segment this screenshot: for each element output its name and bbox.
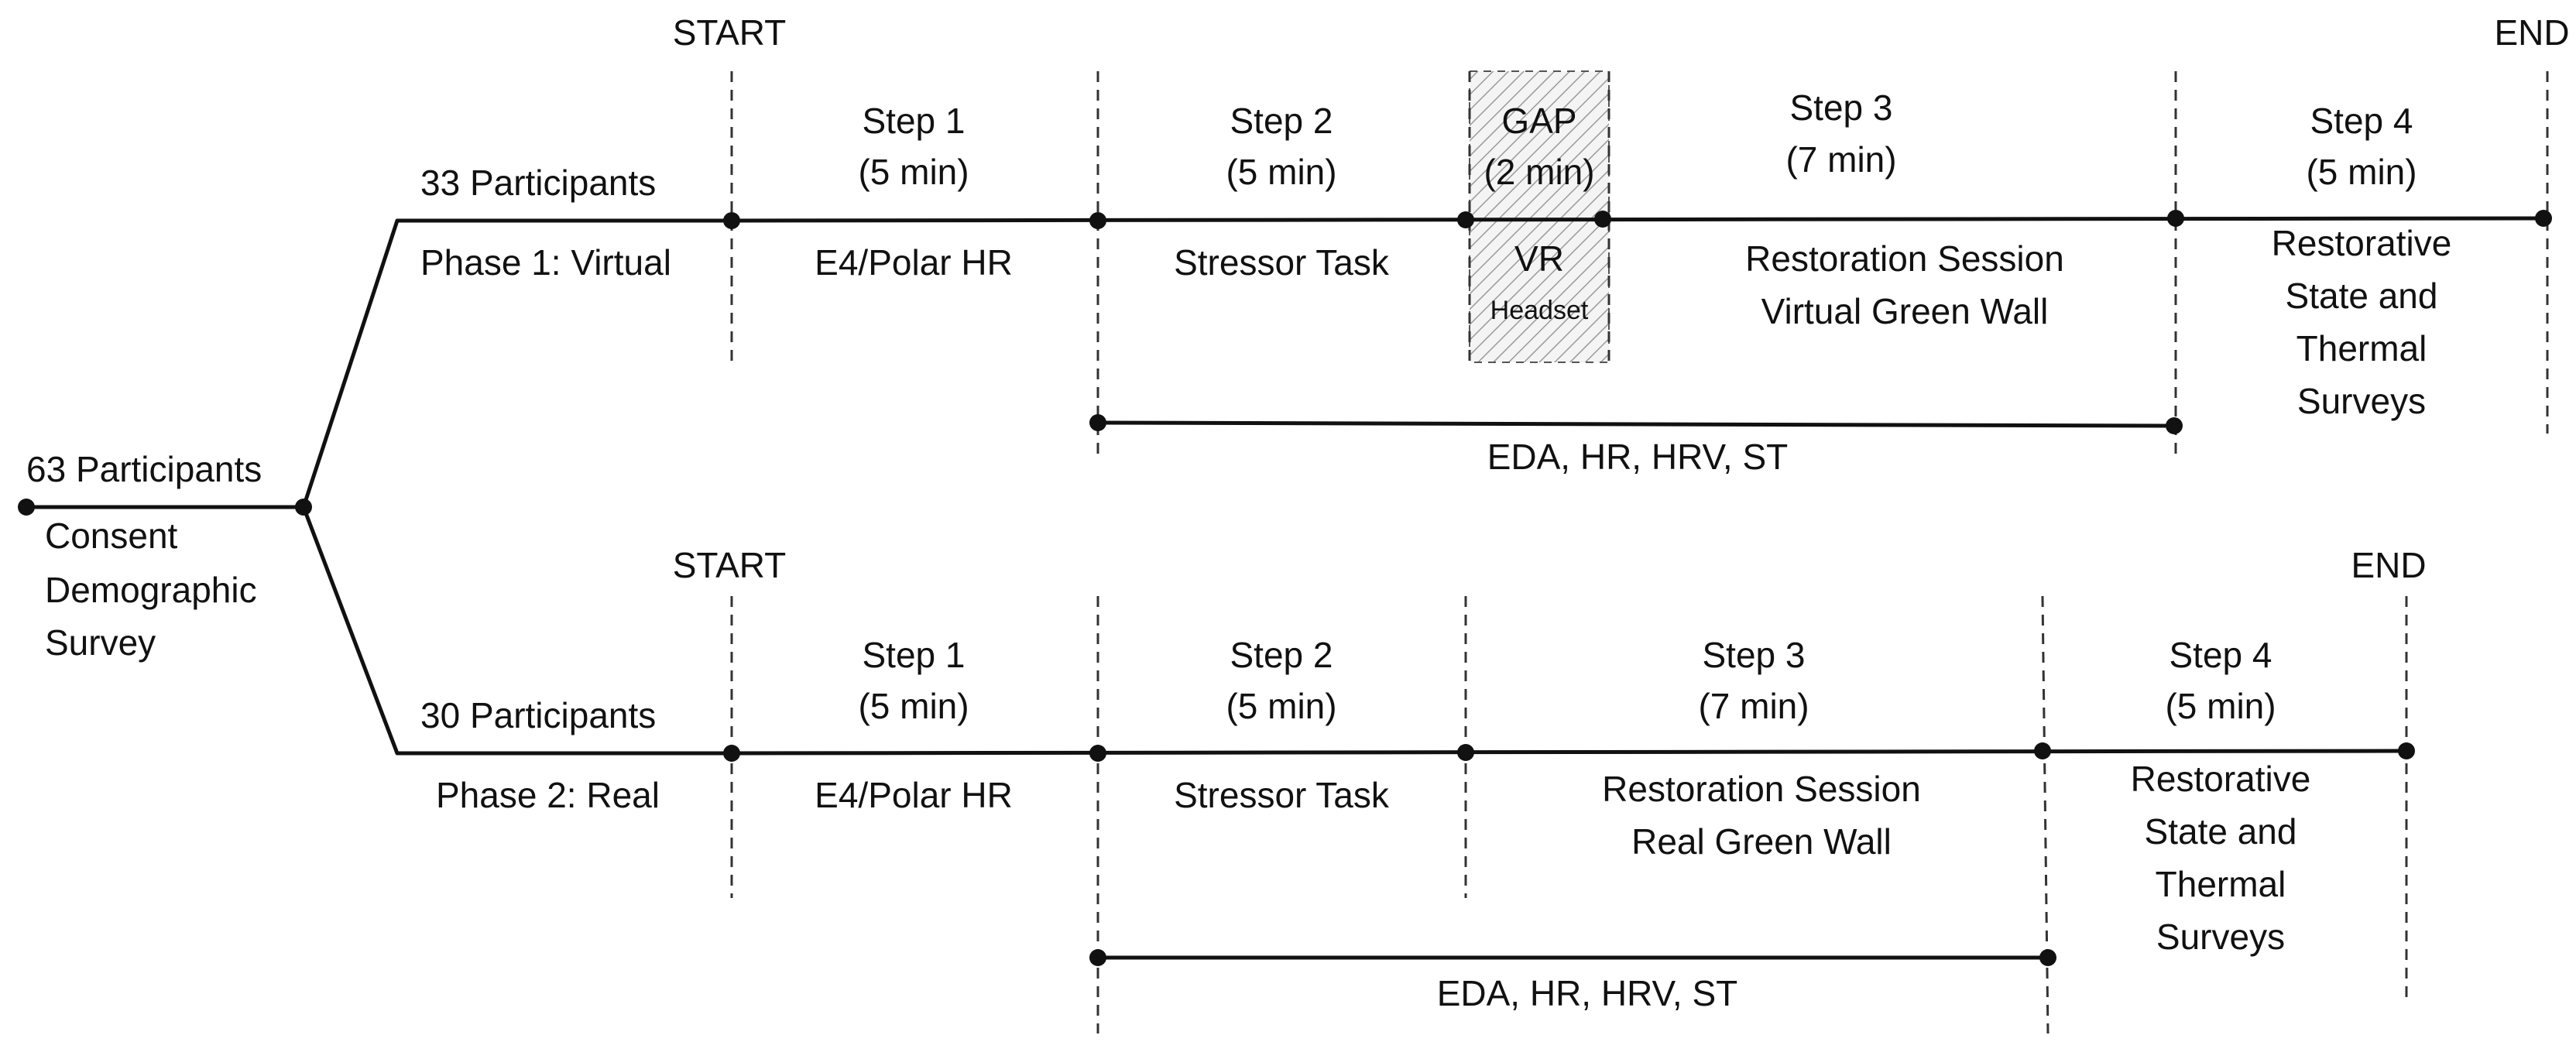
phase2-step3-activity-2: Real Green Wall <box>1631 821 1892 862</box>
phase1-step3-duration: (7 min) <box>1785 139 1896 180</box>
phase1-step2-node <box>1089 212 1106 229</box>
phase1-step4-activity-1: Restorative <box>2272 223 2452 263</box>
phase2-step4-duration: (5 min) <box>2165 686 2276 726</box>
phase1-measures: EDA, HR, HRV, ST <box>1487 437 1789 477</box>
phase1-step4-title: Step 4 <box>2310 101 2413 141</box>
phase1-step1-activity: E4/Polar HR <box>815 242 1013 283</box>
phase1-start-label: START <box>673 12 787 53</box>
phase1-step4-activity-4: Surveys <box>2297 381 2426 421</box>
phase1-gap-title: GAP <box>1501 101 1576 141</box>
branch-node <box>295 499 312 516</box>
phase1-name: Phase 1: Virtual <box>420 242 671 283</box>
phase2-measures: EDA, HR, HRV, ST <box>1437 973 1738 1013</box>
phase1-gap-vr: VR <box>1514 238 1564 279</box>
phase2-step2-title: Step 2 <box>1230 635 1333 675</box>
phase2-step4-activity-2: State and <box>2145 811 2297 852</box>
phase1-step2-duration: (5 min) <box>1226 152 1336 192</box>
phase1-timeline <box>729 216 2550 223</box>
phase2-step2-duration: (5 min) <box>1226 686 1336 726</box>
phase1-step2-title: Step 2 <box>1230 101 1333 141</box>
phase2-step2-node <box>1089 745 1106 762</box>
phase2-measure-end-node <box>2039 949 2056 966</box>
phase2-step4-divider <box>2041 595 2049 1034</box>
phase2-step3-duration: (7 min) <box>1698 686 1809 726</box>
phase2-start-label: START <box>673 545 787 585</box>
phase2-start-node <box>723 745 740 762</box>
branch-phase2 <box>301 505 734 756</box>
phase2-step4-node <box>2034 742 2051 759</box>
phase1-gap-headset: Headset <box>1490 296 1589 325</box>
phase1-step3-title: Step 3 <box>1790 87 1893 128</box>
phase1-gap-end-node <box>1594 211 1611 228</box>
phase2-name: Phase 2: Real <box>436 775 660 815</box>
phase2-step4-title: Step 4 <box>2170 635 2272 675</box>
phase2-step3-title: Step 3 <box>1703 635 1806 675</box>
phase1-step2-activity: Stressor Task <box>1174 242 1390 283</box>
phase2-timeline <box>729 749 2409 756</box>
phase1-step4-duration: (5 min) <box>2306 152 2417 192</box>
phase2-end-node <box>2398 742 2415 759</box>
phase1-measurement-line <box>1096 420 2178 428</box>
phase2-end-label: END <box>2351 545 2426 585</box>
root-info-line-1: Consent <box>45 516 178 556</box>
phase2-step3-node <box>1457 744 1474 761</box>
phase1-participants: 33 Participants <box>420 163 656 203</box>
phase1-step1-title: Step 1 <box>863 101 966 141</box>
phase2-participants: 30 Participants <box>420 695 656 735</box>
phase1-step4-activity-3: Thermal <box>2296 328 2427 368</box>
root-info-line-3: Survey <box>45 622 156 663</box>
phase1-step3-activity-2: Virtual Green Wall <box>1761 291 2049 331</box>
phase1-step3-activity-1: Restoration Session <box>1745 238 2064 279</box>
root-info-line-2: Demographic <box>45 570 257 610</box>
phase1-step1-duration: (5 min) <box>858 152 969 192</box>
phase1-step4-node <box>2167 210 2184 227</box>
phase1-gap-duration: (2 min) <box>1484 152 1594 192</box>
phase1-start-node <box>723 212 740 229</box>
phase1-measure-start-node <box>1089 414 1106 431</box>
phase2-step4-activity-1: Restorative <box>2131 759 2311 799</box>
root-participants: 63 Participants <box>26 449 262 489</box>
phase2-step1-title: Step 1 <box>863 635 966 675</box>
phase2-step1-activity: E4/Polar HR <box>815 775 1013 815</box>
phase1-measure-end-node <box>2166 417 2183 434</box>
gap-box <box>1469 70 1610 363</box>
phase1-gap-start-node <box>1457 211 1474 228</box>
branch-phase1 <box>301 218 734 509</box>
phase1-end-node <box>2535 210 2552 227</box>
phase2-step4-activity-3: Thermal <box>2156 864 2286 904</box>
phase2-step3-activity-1: Restoration Session <box>1602 769 1921 809</box>
phase2-step4-activity-4: Surveys <box>2156 917 2285 957</box>
phase1-step4-activity-2: State and <box>2286 276 2438 316</box>
root-start-node <box>18 499 35 516</box>
phase2-step1-duration: (5 min) <box>858 686 969 726</box>
phase2-measure-start-node <box>1089 949 1106 966</box>
phase2-step2-activity: Stressor Task <box>1174 775 1390 815</box>
phase1-end-label: END <box>2494 12 2569 53</box>
